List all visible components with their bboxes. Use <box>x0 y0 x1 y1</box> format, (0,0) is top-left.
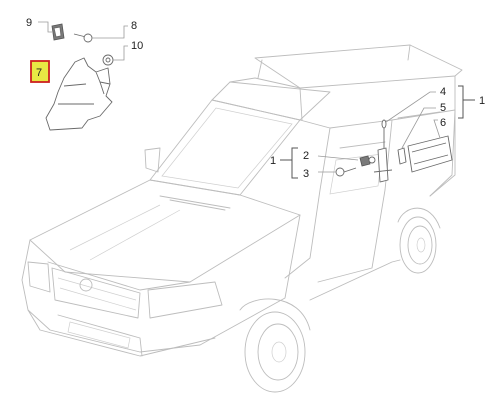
leader-4 <box>385 91 436 123</box>
callout-6: 6 <box>440 117 446 129</box>
inner-fender-liner-part <box>45 57 113 131</box>
bracket-group-1-top <box>458 85 464 119</box>
callout-2: 2 <box>303 150 309 162</box>
callout-7: 7 <box>36 67 42 79</box>
callout-8: 8 <box>131 20 137 32</box>
screw-part-8 <box>73 33 93 43</box>
callout-3: 3 <box>303 168 309 180</box>
leader-5 <box>401 107 436 149</box>
screw-part-3 <box>335 167 357 177</box>
leader-2 <box>317 155 359 161</box>
leader-9 <box>38 21 52 33</box>
connector-part-4 <box>397 147 407 165</box>
nut-part-10 <box>102 54 114 66</box>
screw-part-2 <box>359 155 376 167</box>
side-marker-lamp-part-6 <box>407 135 453 173</box>
callout-1-left: 1 <box>270 155 276 167</box>
bracket-group-1-left <box>291 147 298 179</box>
callout-9: 9 <box>26 17 32 29</box>
leader-10 <box>113 45 128 61</box>
callout-5: 5 <box>440 102 446 114</box>
pickup-truck-outline <box>21 44 463 393</box>
callout-1-top: 1 <box>479 95 485 107</box>
clip-part-9 <box>51 23 65 41</box>
leader-8 <box>92 25 128 39</box>
callout-box-7 <box>30 60 50 83</box>
leader-6 <box>433 119 441 139</box>
lamp-bracket-part-5 <box>373 119 393 183</box>
callout-4: 4 <box>440 86 446 98</box>
callout-10: 10 <box>131 40 143 52</box>
